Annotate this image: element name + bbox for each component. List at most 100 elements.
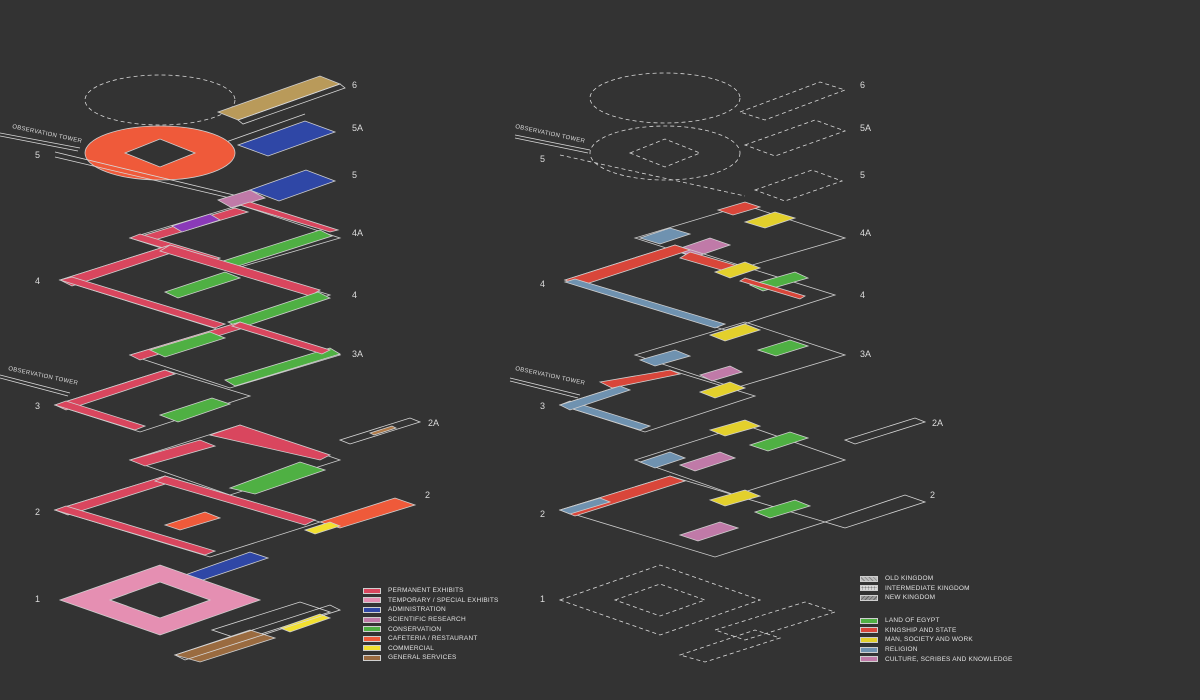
- tower-label: OBSERVATION TOWER: [8, 366, 79, 387]
- legend-item: CAFETERIA / RESTAURANT: [363, 634, 499, 644]
- legend-label: LAND OF EGYPT: [885, 617, 940, 625]
- legend-item: MAN, SOCIETY AND WORK: [860, 635, 1013, 645]
- level-label: 4A: [860, 228, 871, 238]
- legend-swatch: [860, 656, 878, 663]
- legend-label: OLD KINGDOM: [885, 575, 934, 583]
- legend-swatch: [363, 626, 381, 633]
- legend-label: ADMINISTRATION: [388, 606, 446, 614]
- level-2-plate: [53, 475, 417, 581]
- legend-item: OLD KINGDOM: [860, 574, 970, 584]
- level-3-plate: [0, 369, 252, 433]
- level-5-admin-wing: [217, 169, 337, 209]
- level-label: 4: [352, 290, 357, 300]
- level-label: 4: [540, 279, 545, 289]
- level-5-dashed-inner: [628, 138, 702, 168]
- legend-item: TEMPORARY / SPECIAL EXHIBITS: [363, 596, 499, 606]
- right-level-2a: [633, 417, 927, 496]
- level-label: 2: [930, 490, 935, 500]
- legend-swatch: [363, 606, 381, 613]
- level-label: 6: [860, 80, 865, 90]
- level-label: 1: [540, 594, 545, 604]
- level-label: 2A: [428, 418, 439, 428]
- legend-item: SCIENTIFIC RESEARCH: [363, 615, 499, 625]
- legend-swatch: [860, 636, 878, 643]
- legend-swatch: [363, 654, 381, 661]
- level-label: 3A: [860, 349, 871, 359]
- legend-label: KINGSHIP AND STATE: [885, 626, 957, 634]
- legend-item: NEW KINGDOM: [860, 593, 970, 603]
- legend-swatch: [860, 646, 878, 653]
- legend-swatch: [860, 594, 878, 601]
- legend-label: CULTURE, SCRIBES AND KNOWLEDGE: [885, 655, 1013, 663]
- level-6-dashed-void: [84, 74, 236, 126]
- legend-label: SCIENTIFIC RESEARCH: [388, 616, 466, 624]
- level-label: 2: [540, 509, 545, 519]
- legend-label: TEMPORARY / SPECIAL EXHIBITS: [388, 596, 499, 604]
- level-1-plate: [58, 564, 342, 663]
- legend-item: INTERMEDIATE KINGDOM: [860, 584, 970, 594]
- legend-label: CAFETERIA / RESTAURANT: [388, 635, 478, 643]
- level-label: 4A: [352, 228, 363, 238]
- level-5a-wing: [225, 113, 337, 157]
- legend-item: GENERAL SERVICES: [363, 653, 499, 663]
- right-level-3: [509, 369, 757, 433]
- tower-label: OBSERVATION TOWER: [515, 366, 586, 387]
- level-label: 3: [540, 401, 545, 411]
- right-level-2: [558, 475, 927, 558]
- theme-legend: LAND OF EGYPT KINGSHIP AND STATE MAN, SO…: [860, 616, 1013, 664]
- level-label: 2A: [932, 418, 943, 428]
- level-4-plate: [58, 244, 332, 331]
- level-4a-plate: [128, 201, 342, 271]
- legend-item: ADMINISTRATION: [363, 605, 499, 615]
- level-5a-dashed-wing: [743, 119, 847, 157]
- legend-label: COMMERCIAL: [388, 644, 435, 652]
- legend-swatch: [860, 575, 878, 582]
- left-diagram: 6 5A 5 5 4A 4 4 3A 3 2A 2 2 1 OBSERVATIO…: [0, 74, 439, 663]
- legend-item: CULTURE, SCRIBES AND KNOWLEDGE: [860, 654, 1013, 664]
- legend-swatch: [363, 597, 381, 604]
- legend-swatch: [363, 635, 381, 642]
- level-label: 1: [35, 594, 40, 604]
- right-diagram: 6 5A 5 5 4A 4 4 3A 3 2A 2 2 1 OBSERVATIO…: [509, 72, 943, 663]
- level-6-wing: [216, 75, 346, 125]
- level-5-dashed-ring: [589, 125, 741, 181]
- level-label: 5: [540, 154, 545, 164]
- legend-label: GENERAL SERVICES: [388, 654, 457, 662]
- legend-item: RELIGION: [860, 645, 1013, 655]
- legend-label: INTERMEDIATE KINGDOM: [885, 584, 970, 592]
- level-2a-plate: [128, 417, 422, 496]
- period-legend: OLD KINGDOM INTERMEDIATE KINGDOM NEW KIN…: [860, 574, 970, 603]
- level-5-dashed-wing: [753, 169, 844, 202]
- right-level-4: [563, 244, 837, 331]
- level-label: 3A: [352, 349, 363, 359]
- legend-label: MAN, SOCIETY AND WORK: [885, 636, 973, 644]
- legend-item: COMMERCIAL: [363, 644, 499, 654]
- level-6-dashed-wing: [738, 81, 847, 121]
- level-label: 4: [860, 290, 865, 300]
- level-label: 5: [352, 170, 357, 180]
- level-label: 3: [35, 401, 40, 411]
- legend-swatch: [363, 587, 381, 594]
- legend-label: PERMANENT EXHIBITS: [388, 587, 464, 595]
- legend-swatch: [363, 645, 381, 652]
- legend-item: LAND OF EGYPT: [860, 616, 1013, 626]
- level-label: 5: [35, 150, 40, 160]
- legend-swatch: [860, 627, 878, 634]
- level-label: 6: [352, 80, 357, 90]
- function-legend: PERMANENT EXHIBITS TEMPORARY / SPECIAL E…: [363, 586, 499, 663]
- level-label: 5A: [860, 123, 871, 133]
- right-level-3a: [633, 321, 847, 389]
- level-label: 5A: [352, 123, 363, 133]
- legend-label: NEW KINGDOM: [885, 594, 936, 602]
- legend-label: RELIGION: [885, 646, 918, 654]
- right-level-4a: [633, 201, 847, 271]
- legend-swatch: [860, 585, 878, 592]
- level-label: 4: [35, 276, 40, 286]
- legend-swatch: [363, 616, 381, 623]
- level-label: 5: [860, 170, 865, 180]
- right-level-1: [558, 564, 837, 663]
- level-label: 2: [35, 507, 40, 517]
- legend-item: CONSERVATION: [363, 624, 499, 634]
- level-label: 2: [425, 490, 430, 500]
